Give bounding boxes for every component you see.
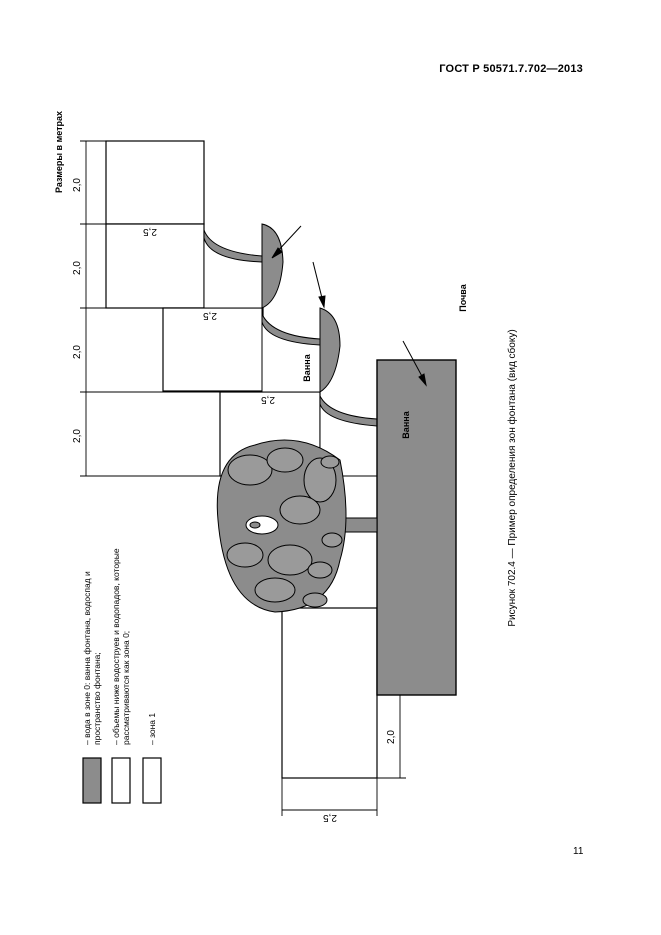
dim-height-2: 2,0 [72,261,83,275]
dim-height-5: 2,0 [386,730,397,744]
water-pool-1 [261,223,284,309]
zone-volume-top [105,140,205,225]
water-pool-2 [319,307,341,393]
legend-text-zone0: – вода в зоне 0: ванна фонтана, водоспад… [82,571,102,745]
water-flow-2 [261,313,321,346]
dim-width-3: 2,5 [261,394,275,405]
document-header: ГОСТ Р 50571.7.702—2013 [439,63,583,75]
dim-height-4: 2,0 [72,429,83,443]
units-note: Размеры в метрах [54,111,64,193]
label-soil: Почва [458,283,468,311]
legend-swatch-zone1 [142,757,162,804]
page-number: 11 [573,846,584,857]
legend-swatch-zone0 [82,757,102,804]
dim-height-1: 2,0 [72,178,83,192]
figure-caption: Рисунок 702.4 — Пример определения зон ф… [506,329,518,626]
flow-arrows [271,225,427,387]
dim-width-1: 2,5 [143,226,157,237]
dim-width-4: 2,5 [323,812,337,823]
label-bath-cascade: Ванна [302,353,312,381]
legend-text-under-volumes: – объемы ниже водоструев и водопадов, ко… [111,548,131,745]
fountain-basin [376,359,457,696]
dim-height-3: 2,0 [72,345,83,359]
fountain-spray [216,439,347,613]
cascade-water [203,223,378,427]
under-cascade-1 [203,224,263,309]
dim-width-2: 2,5 [203,310,217,321]
zone-volume-left [281,607,378,779]
water-flow-1 [203,229,263,263]
dimension-lines [80,140,406,816]
label-bath-basin: Ванна [401,410,411,438]
legend-text-zone1: – зона 1 [147,713,157,745]
legend: – вода в зоне 0: ванна фонтана, водоспад… [82,548,162,804]
legend-swatch-under-volumes [111,757,131,804]
